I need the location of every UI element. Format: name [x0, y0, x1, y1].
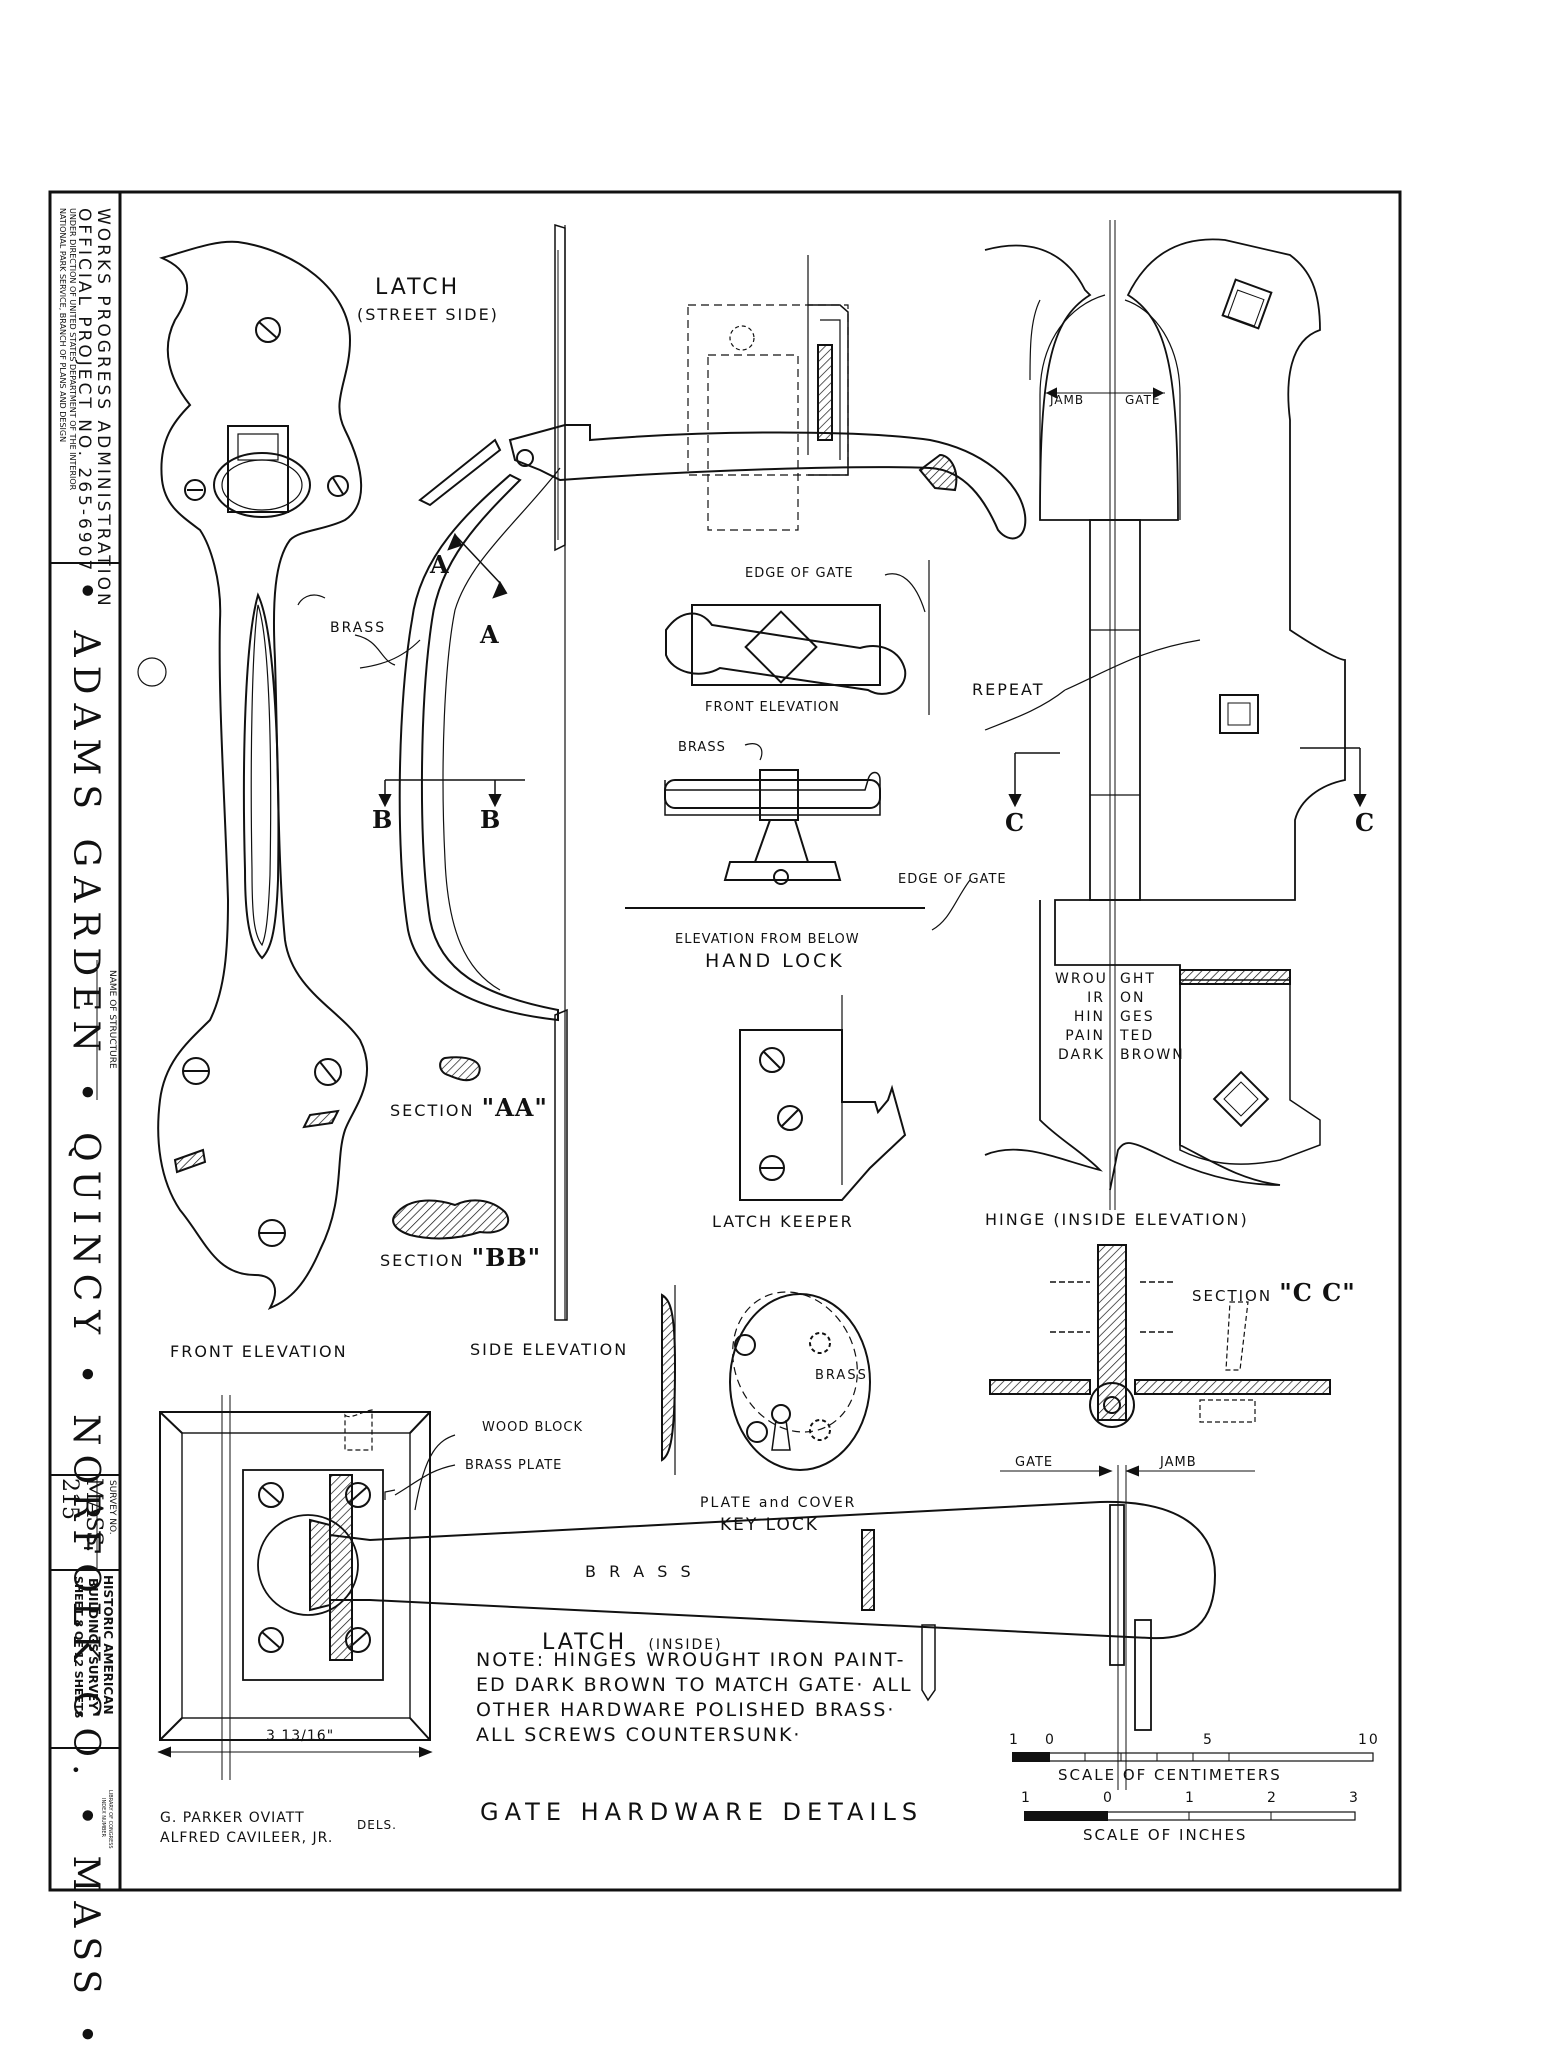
edge-of-gate-label-1: EDGE OF GATE [745, 566, 854, 581]
outer-border [48, 190, 1402, 1892]
scale-in-tick-0: 1 [1021, 1790, 1032, 1806]
hinge-inside-elevation [984, 220, 1367, 1210]
section-cc-label: SECTION "C C" [1192, 1278, 1356, 1307]
hardware-note-line4: ALL SCREWS COUNTERSUNK· [476, 1724, 802, 1746]
scale-in-tick-3: 2 [1267, 1790, 1278, 1806]
direction-line2: NATIONAL PARK SERVICE, BRANCH OF PLANS A… [58, 208, 67, 443]
library-line2: INDEX NUMBER [100, 1798, 106, 1838]
repeat-label: REPEAT [972, 680, 1045, 699]
key-lock-drawing [661, 1285, 871, 1475]
front-elevation-small-label: FRONT ELEVATION [705, 700, 840, 715]
section-bb-label: SECTION "BB" [380, 1243, 542, 1272]
delineators-suffix: DELS. [357, 1818, 397, 1832]
scale-cm-tick-3: 10 [1358, 1732, 1380, 1748]
section-c-label-right: C [1355, 808, 1376, 837]
hinge-note-right: GHT ON GES TED BROWN [1120, 971, 1185, 1063]
plate-and-cover-label: PLATE and COVER [700, 1495, 857, 1511]
section-marks-ab [354, 532, 525, 808]
hardware-note-line2: ED DARK BROWN TO MATCH GATE· ALL [476, 1674, 913, 1696]
scale-in-label: SCALE OF INCHES [1083, 1826, 1248, 1844]
hand-lock-front-elevation [665, 560, 930, 715]
survey-no-label: SURVEY NO. [107, 1480, 117, 1535]
hand-lock-elevation-below [625, 769, 925, 909]
latch-inside-label: LATCH (INSIDE) [542, 1630, 723, 1655]
sheet-number: SHEET 8 OF 12 SHEETS [72, 1576, 85, 1719]
latch-inside-drawing [157, 1395, 1255, 1790]
latch-keeper-drawing [739, 995, 907, 1201]
brass-plate-label: BRASS PLATE [465, 1458, 563, 1473]
scale-bars [1012, 1752, 1374, 1821]
hand-lock-label: HAND LOCK [705, 950, 845, 972]
latch-front-elevation [157, 240, 369, 1310]
key-lock-label: KEY LOCK [720, 1515, 819, 1535]
scale-in-tick-4: 3 [1349, 1790, 1360, 1806]
jamb-bottom-label: JAMB [1160, 1455, 1197, 1470]
agency-line2: OFFICIAL PROJECT NO. 265-6907 [74, 208, 94, 574]
agency-line1: WORKS PROGRESS ADMINISTRATION [93, 208, 113, 609]
hinge-note-left: WROU IR HIN PAIN DARK [1055, 971, 1108, 1063]
scale-in-tick-1: 0 [1103, 1790, 1114, 1806]
section-b-label-right: B [480, 805, 502, 834]
edge-of-gate-label-2: EDGE OF GATE [898, 872, 1007, 887]
section-bb-shape [392, 1199, 510, 1240]
latch-street-label: LATCH [375, 275, 461, 300]
name-of-structure-label: NAME OF STRUCTURE [107, 970, 117, 1069]
side-elevation-label: SIDE ELEVATION [470, 1340, 629, 1359]
brass-label-handlock: BRASS [678, 740, 726, 755]
drawing-sheet [48, 190, 1402, 1892]
elevation-from-below-label: ELEVATION FROM BELOW [675, 932, 860, 947]
gate-label: GATE [1125, 393, 1161, 407]
section-aa-label: SECTION "AA" [390, 1093, 548, 1122]
scale-cm-tick-2: 5 [1203, 1732, 1214, 1748]
survey-no-value: MASS. 215 [57, 1478, 106, 1553]
jamb-label: JAMB [1050, 393, 1085, 407]
brass-label-left: BRASS [330, 620, 387, 636]
scale-cm-tick-1: 0 [1045, 1732, 1056, 1748]
delineator-2: ALFRED CAVILEER, JR. [160, 1830, 334, 1846]
gate-bottom-label: GATE [1015, 1455, 1054, 1470]
latch-keeper-label: LATCH KEEPER [712, 1212, 854, 1231]
hand-lock-keeper-top [687, 255, 849, 531]
dimension-label: 3 13/16" [266, 1728, 335, 1744]
latch-side-elevation [398, 223, 1027, 1321]
hardware-note-line1: NOTE: HINGES WROUGHT IRON PAINT- [476, 1649, 906, 1671]
direction-line1: UNDER DIRECTION OF UNITED STATES DEPARTM… [68, 208, 77, 491]
section-a-label-bottom: A [480, 620, 500, 649]
front-elevation-label: FRONT ELEVATION [170, 1342, 348, 1361]
brass-big-label: B R A S S [585, 1562, 695, 1581]
habs-line2: BUILDINGS SURVEY [86, 1578, 100, 1710]
section-aa-shape [439, 1056, 481, 1082]
hinge-inside-elevation-label: HINGE (INSIDE ELEVATION) [985, 1210, 1249, 1229]
leader-lines [297, 573, 971, 1511]
library-stamp [137, 657, 167, 687]
section-c-label-left: C [1005, 808, 1026, 837]
brass-label-keylock: BRASS [815, 1368, 868, 1383]
wood-block-label: WOOD BLOCK [482, 1420, 583, 1435]
delineator-1: G. PARKER OVIATT [160, 1810, 305, 1826]
library-line1: LIBRARY OF CONGRESS [107, 1790, 113, 1849]
habs-line1: HISTORIC AMERICAN [101, 1575, 115, 1715]
scale-cm-label: SCALE OF CENTIMETERS [1058, 1766, 1282, 1784]
scale-cm-tick-0: 1 [1009, 1732, 1020, 1748]
section-b-label-left: B [372, 805, 394, 834]
latch-street-sub-label: (STREET SIDE) [357, 305, 499, 324]
hardware-note-line3: OTHER HARDWARE POLISHED BRASS· [476, 1699, 896, 1721]
section-a-label-top: A [430, 550, 450, 579]
section-cc-drawing [989, 1244, 1331, 1428]
drawing-title: GATE HARDWARE DETAILS [480, 1798, 924, 1826]
scale-in-tick-2: 1 [1185, 1790, 1196, 1806]
